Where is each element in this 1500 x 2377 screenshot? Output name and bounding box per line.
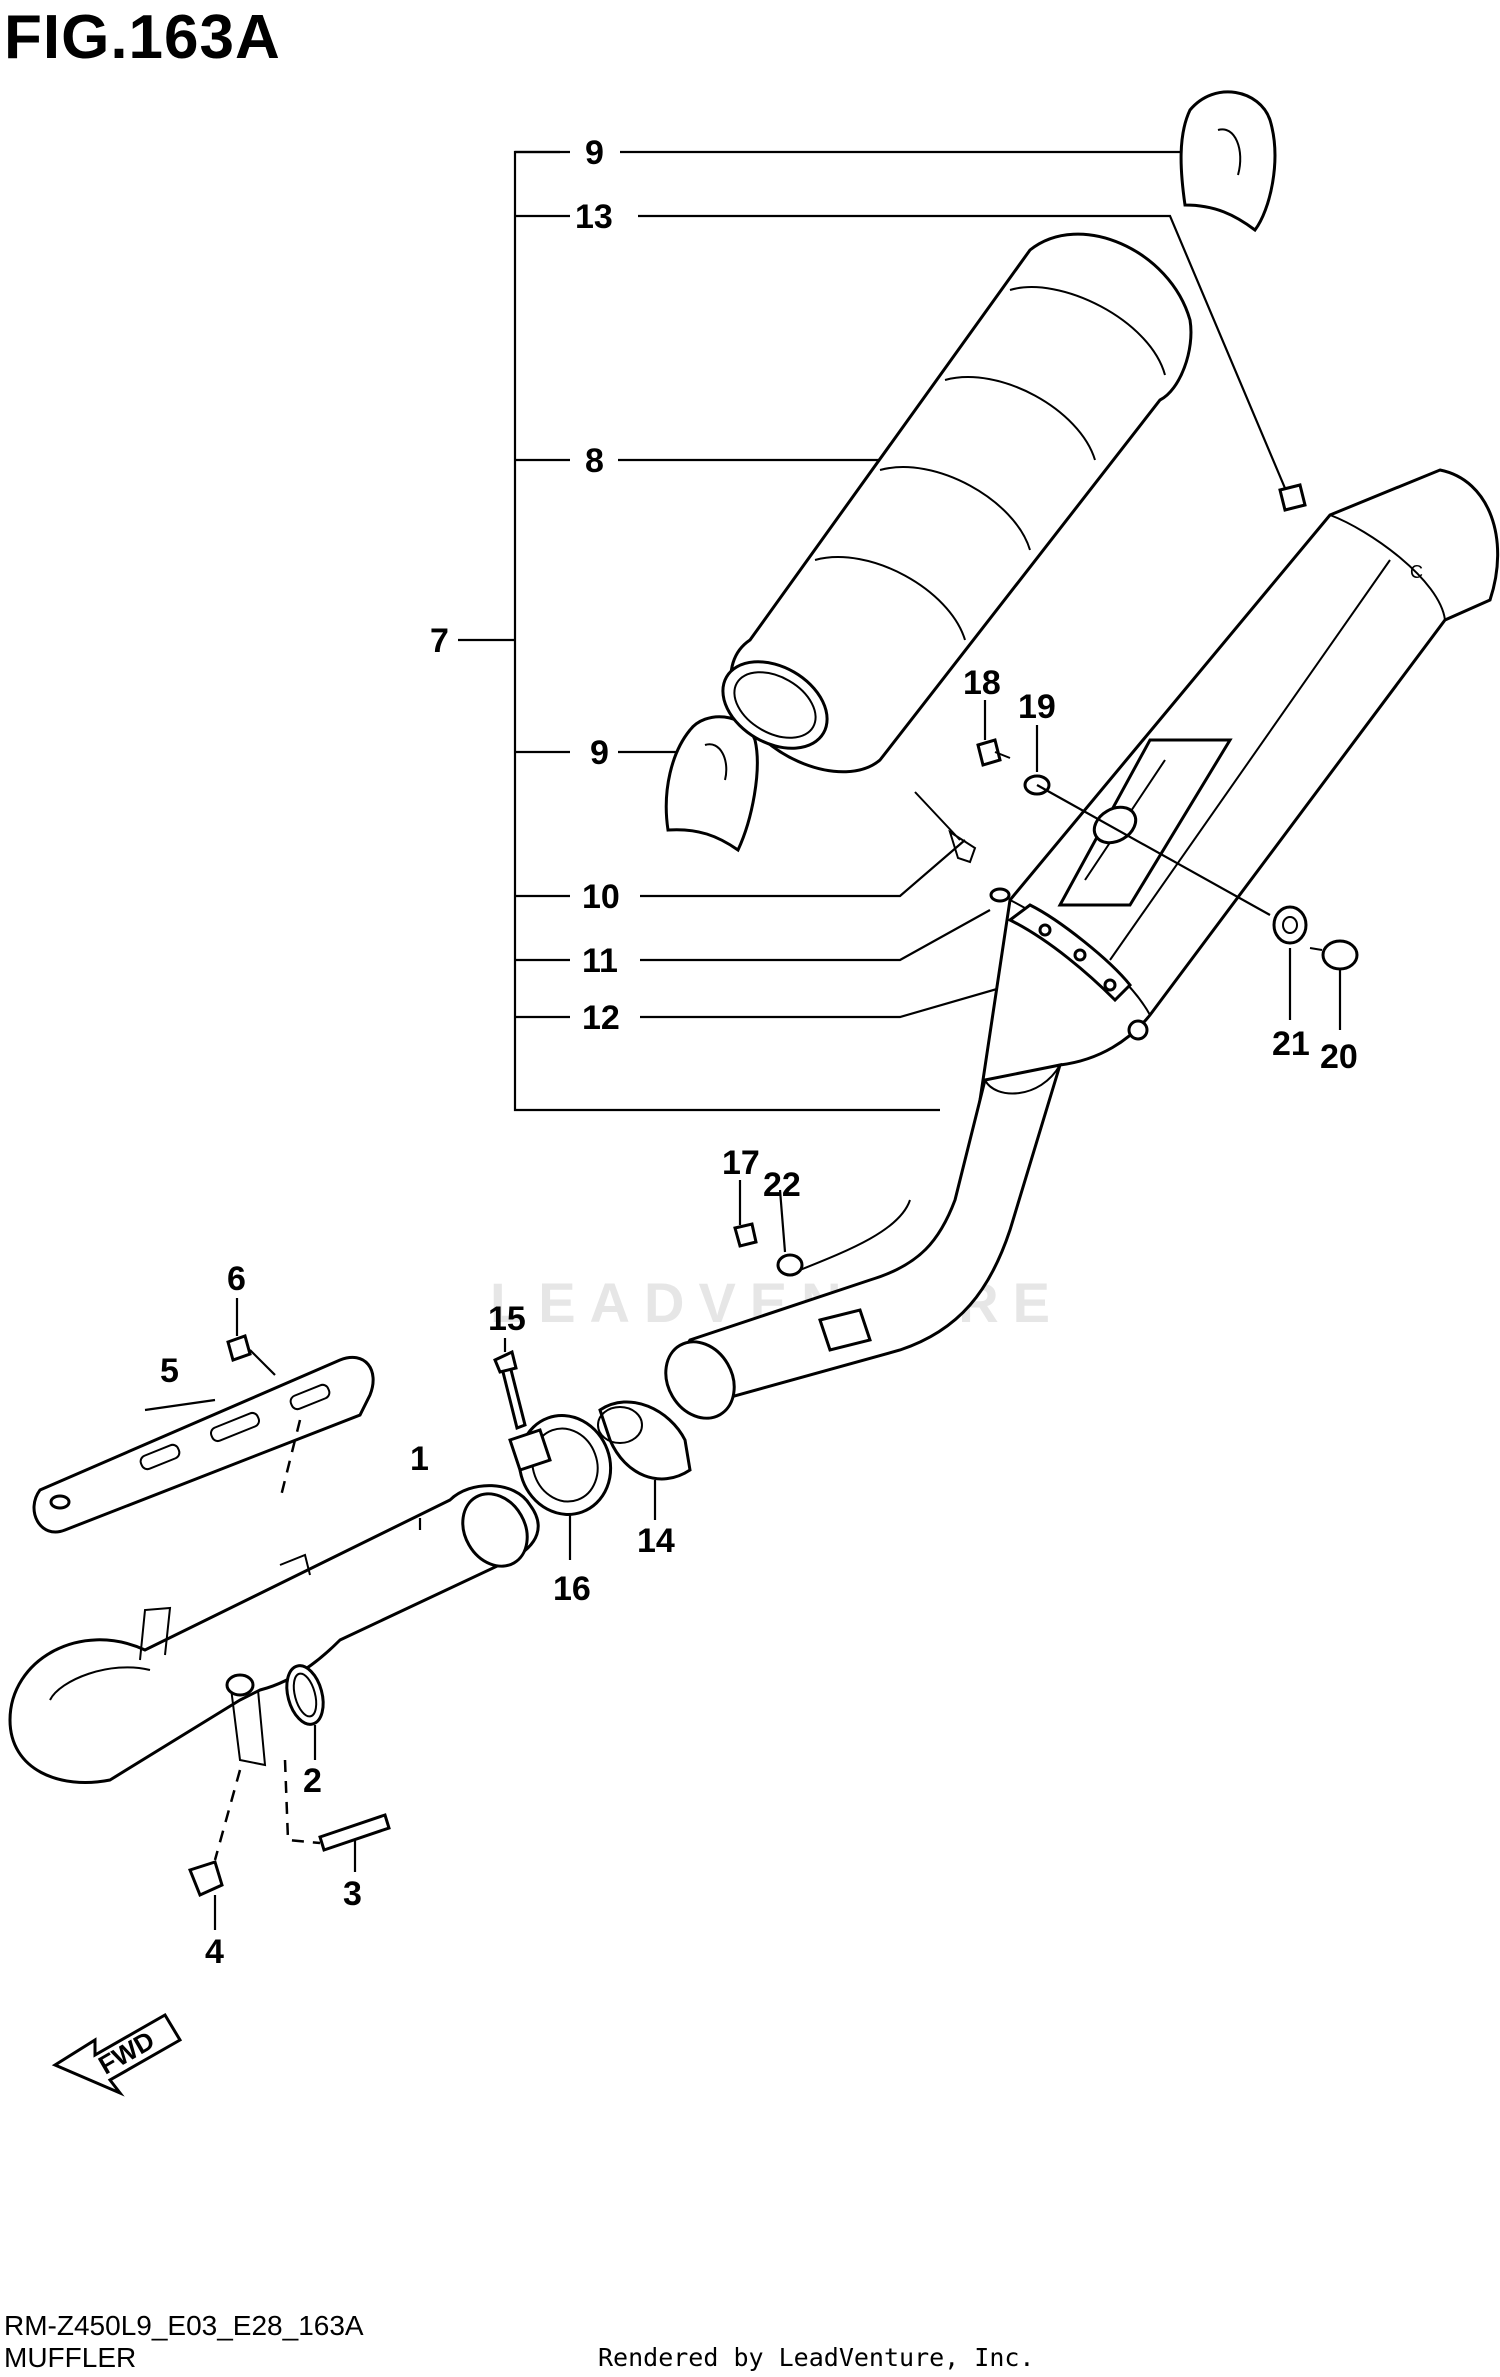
- diagram-code: RM-Z450L9_E03_E28_163A: [4, 2310, 364, 2341]
- diagram-name: MUFFLER: [4, 2342, 137, 2373]
- part-15-bolt: [493, 1338, 527, 1430]
- callout-15: 15: [488, 1300, 526, 1338]
- svg-text:C: C: [1410, 562, 1423, 582]
- callout-1: 1: [410, 1440, 429, 1478]
- part-20-collar: [1309, 939, 1359, 1030]
- part-13-bolt: [1278, 483, 1307, 512]
- part-17-bolt: [733, 1180, 758, 1248]
- part-18-bolt: [976, 700, 1011, 767]
- part-19-washer: [1023, 725, 1051, 796]
- part-5-heat-shield: [32, 1356, 375, 1534]
- callout-7: 7: [430, 622, 449, 660]
- callout-13: 13: [575, 198, 613, 236]
- callout-2: 2: [303, 1762, 322, 1800]
- part-4-nut: [188, 1769, 242, 1930]
- part-2-gasket: [285, 1664, 325, 1760]
- callout-10: 10: [582, 878, 620, 916]
- part-10-rivet: [914, 791, 977, 864]
- part-1-exhaust-pipe: [8, 1484, 540, 1784]
- part-11-washer: [989, 887, 1011, 903]
- callout-12: 12: [582, 999, 620, 1037]
- callout-16: 16: [553, 1570, 591, 1608]
- exploded-parts-diagram: C: [8, 90, 1500, 2097]
- part-22-washer: [776, 1189, 804, 1277]
- part-9-lower-damper: [664, 715, 759, 853]
- callout-18: 18: [963, 664, 1001, 702]
- figure-title: FIG.163A: [4, 3, 281, 72]
- callout-19: 19: [1018, 688, 1056, 726]
- render-credit: Rendered by LeadVenture, Inc.: [598, 2343, 1035, 2372]
- callout-9-lower: 9: [590, 734, 609, 772]
- callout-5: 5: [160, 1352, 179, 1390]
- part-14-gasket: [597, 1400, 692, 1520]
- callout-9-upper: 9: [585, 134, 604, 172]
- callout-4: 4: [205, 1933, 224, 1971]
- mid-pipe: [664, 1063, 1063, 1420]
- callout-22: 22: [763, 1166, 801, 1204]
- callout-20: 20: [1320, 1038, 1358, 1076]
- callout-6: 6: [227, 1260, 246, 1298]
- part-6-bolt: [226, 1298, 276, 1376]
- callout-21: 21: [1272, 1025, 1310, 1063]
- part-3-stud: [283, 1759, 391, 1872]
- callout-11: 11: [582, 942, 618, 980]
- part-9-upper-damper: [1179, 90, 1277, 233]
- callout-17: 17: [722, 1144, 760, 1182]
- callout-14: 14: [637, 1522, 675, 1560]
- part-8-glass-wool: [721, 232, 1193, 774]
- callout-8: 8: [585, 442, 604, 480]
- fwd-arrow: FWD: [51, 2012, 183, 2097]
- part-21-grommet: [1272, 905, 1308, 1020]
- muffler-body: C: [978, 468, 1500, 1103]
- callout-3: 3: [343, 1875, 362, 1913]
- part-16-clamp: [508, 1414, 613, 1560]
